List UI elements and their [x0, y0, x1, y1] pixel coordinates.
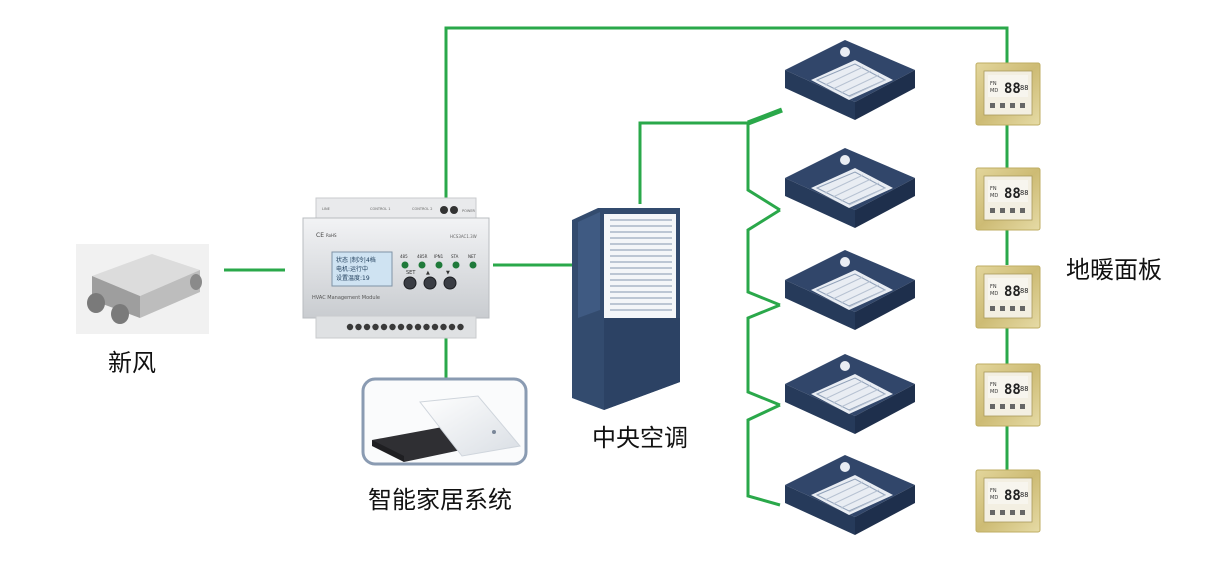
floor-heating-thermostat [975, 62, 1041, 126]
indoor-cassette-unit [784, 249, 916, 331]
wiring [224, 26, 1009, 507]
indoor-cassette-unit [784, 147, 916, 229]
module-screen-line: 设置温度:19 [336, 274, 370, 282]
floor-heating-thermostat [975, 363, 1041, 427]
label-fresh-air: 新风 [108, 349, 156, 377]
module-screen-line: 状态 |制冷|4档 [336, 256, 376, 264]
terminal-screw [363, 323, 371, 331]
module-screen [331, 251, 393, 287]
module-top-label: CONTROL 2 [412, 207, 432, 211]
module-key-label: SET [406, 270, 416, 276]
terminal-screw [457, 323, 464, 331]
module-top-label: POWER [462, 209, 476, 213]
label-central-ac: 中央空调 [592, 424, 688, 452]
terminal-screw [414, 323, 422, 331]
module-led [418, 261, 426, 269]
terminal-screw [431, 323, 439, 331]
module-ce-mark: CE [316, 232, 324, 239]
indoor-units [784, 39, 916, 536]
indoor-cassette-unit [784, 353, 916, 435]
central-ac-outdoor-unit [572, 208, 680, 410]
terminal-screw [380, 323, 388, 331]
floor-heating-thermostat [975, 167, 1041, 231]
module-led-label: NET [468, 254, 477, 259]
module-top-label: LINE [322, 207, 330, 211]
module-led-label: 485 [400, 254, 408, 259]
module-led-label: STA [451, 254, 459, 259]
terminal-screw [355, 323, 362, 331]
fresh-air-unit [76, 244, 209, 334]
smart-home-hub [361, 377, 528, 466]
module-model: HCS3AC1.3W [450, 234, 477, 239]
module-led-label: IPN1 [434, 254, 444, 259]
module-led [452, 261, 460, 269]
floor-heating-thermostat [975, 469, 1041, 533]
module-led [401, 261, 409, 269]
module-led-label: 485R [417, 254, 428, 259]
module-brand: RoHS [326, 233, 337, 238]
module-key-label: ▼ [446, 270, 450, 276]
terminal-screw [423, 323, 430, 331]
indoor-cassette-unit [784, 39, 916, 121]
terminal-screw [372, 323, 379, 331]
module-led [435, 261, 443, 269]
module-key [403, 276, 417, 290]
wire-ac-to-indoor [638, 121, 748, 204]
wire-indoor-5 [746, 403, 781, 507]
module-key-label: ▲ [426, 270, 430, 276]
terminal-screw [346, 323, 354, 331]
terminal-screw [406, 323, 413, 331]
module-led [469, 261, 477, 269]
terminal-screw [397, 323, 405, 331]
wire-indoor-1 [747, 107, 783, 126]
label-smart-home: 智能家居系统 [368, 486, 512, 514]
module-title: HVAC Management Module [312, 295, 380, 301]
wire-indoor-3 [746, 208, 781, 307]
indoor-cassette-unit [784, 454, 916, 536]
wire-indoor-2 [746, 123, 781, 212]
module-key [423, 276, 437, 290]
module-key [443, 276, 457, 290]
wire-indoor-4 [746, 303, 781, 407]
terminal-screw [448, 323, 456, 331]
module-top-label: CONTROL 1 [370, 207, 390, 211]
module-screen-line: 电机:运行中 [336, 265, 368, 273]
terminal-screw [389, 323, 396, 331]
floor-heating-thermostat [975, 265, 1041, 329]
wire-top-bus [444, 26, 1009, 210]
terminal-screw [440, 323, 447, 331]
label-floor-heating-panel: 地暖面板 [1066, 256, 1162, 284]
